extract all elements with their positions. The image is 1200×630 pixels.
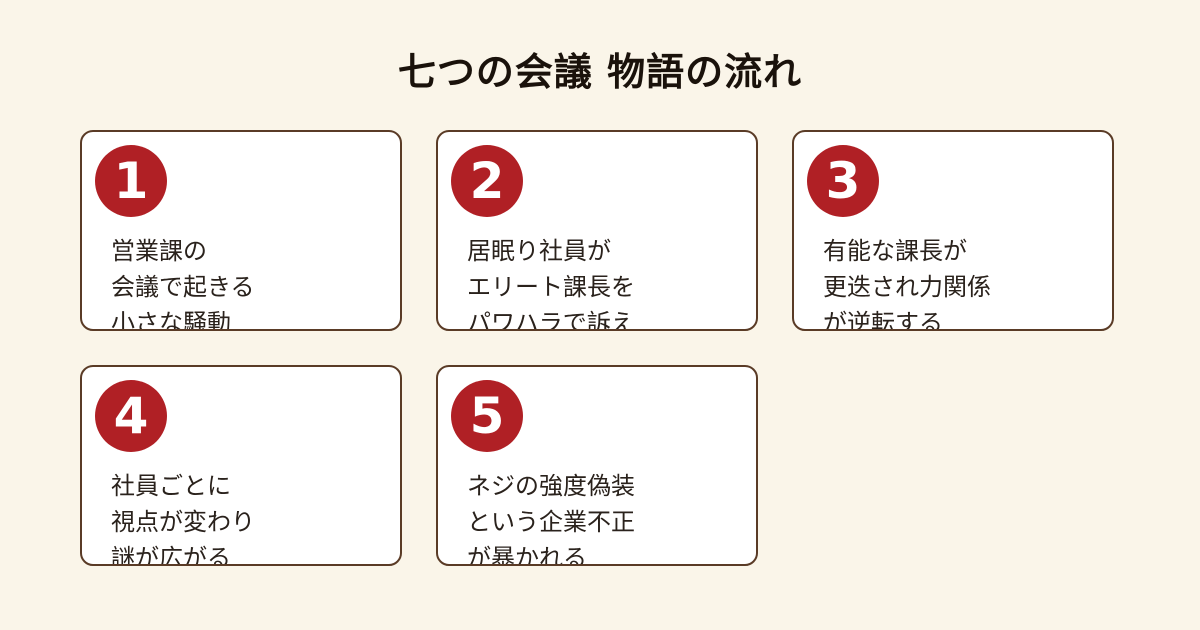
step-text-line: が暴かれる <box>467 544 587 566</box>
step-card-2: 2 居眠り社員が エリート課長を パワハラで訴え <box>436 130 758 331</box>
page-title: 七つの会議 物語の流れ <box>397 50 803 94</box>
step-text-line: 視点が変わり <box>111 508 255 536</box>
step-description: 社員ごとに 視点が変わり 謎が広がる <box>111 468 391 566</box>
step-description: 有能な課長が 更迭され力関係 が逆転する <box>823 233 1103 331</box>
step-text-line: 有能な課長が <box>823 237 967 265</box>
step-number-badge: 4 <box>95 380 167 452</box>
step-text-line: 更迭され力関係 <box>823 273 991 301</box>
step-text-line: 小さな騒動 <box>111 309 231 331</box>
step-description: 営業課の 会議で起きる 小さな騒動 <box>111 233 391 331</box>
step-text-line: エリート課長を <box>467 273 635 301</box>
step-description: 居眠り社員が エリート課長を パワハラで訴え <box>467 233 747 331</box>
step-text-line: 謎が広がる <box>111 544 231 566</box>
step-text-line: が逆転する <box>823 309 943 331</box>
step-text-line: 営業課の <box>111 237 207 265</box>
step-text-line: 会議で起きる <box>111 273 255 301</box>
step-card-1: 1 営業課の 会議で起きる 小さな騒動 <box>80 130 402 331</box>
step-description: ネジの強度偽装 という企業不正 が暴かれる <box>467 468 747 566</box>
step-card-4: 4 社員ごとに 視点が変わり 謎が広がる <box>80 365 402 566</box>
step-text-line: 社員ごとに <box>111 472 231 500</box>
step-number-badge: 5 <box>451 380 523 452</box>
step-text-line: パワハラで訴え <box>467 309 635 331</box>
step-card-3: 3 有能な課長が 更迭され力関係 が逆転する <box>792 130 1114 331</box>
step-number-badge: 2 <box>451 145 523 217</box>
step-text-line: 居眠り社員が <box>467 237 611 265</box>
step-text-line: という企業不正 <box>467 508 635 536</box>
step-card-5: 5 ネジの強度偽装 という企業不正 が暴かれる <box>436 365 758 566</box>
step-text-line: ネジの強度偽装 <box>467 472 635 500</box>
step-number-badge: 3 <box>807 145 879 217</box>
step-number-badge: 1 <box>95 145 167 217</box>
